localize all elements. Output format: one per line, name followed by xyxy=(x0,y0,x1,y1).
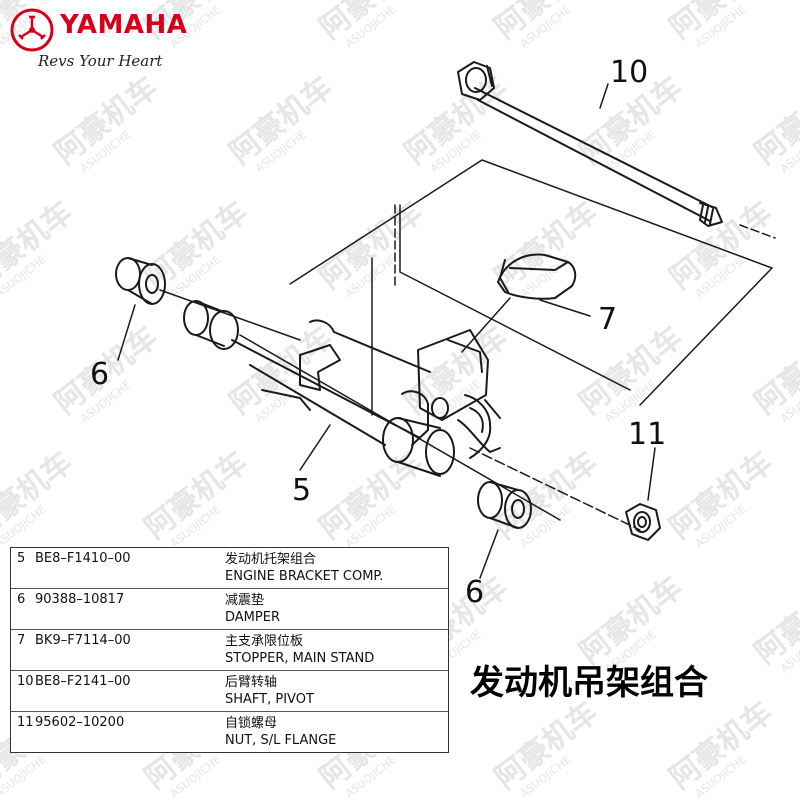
legend-row: 6 90388–10817 减震垫 DAMPER xyxy=(11,589,448,630)
legend-part-number: BE8–F1410–00 xyxy=(35,551,131,566)
legend-part-number: 90388–10817 xyxy=(35,592,125,607)
legend-name-cn: 发动机托架组合 xyxy=(225,552,317,567)
legend-ref-number: 5 xyxy=(17,551,26,566)
damper-part-6-right xyxy=(477,481,532,529)
shaft-hex-head xyxy=(457,61,495,101)
legend-row: 7 BK9–F7114–00 主支承限位板 STOPPER, MAIN STAN… xyxy=(11,630,448,671)
legend-name-cn: 自锁螺母 xyxy=(225,716,278,731)
stopper-part-7 xyxy=(497,253,577,300)
damper-part-6-left xyxy=(115,257,166,305)
legend-ref-number: 11 xyxy=(17,715,34,730)
brand-name: YAMAHA xyxy=(60,10,188,40)
legend-name-en: SHAFT, PIVOT xyxy=(225,692,314,707)
section-title: 发动机吊架组合 xyxy=(470,663,708,703)
legend-name-en: NUT, S/L FLANGE xyxy=(225,733,337,748)
callout-5: 5 xyxy=(292,473,312,508)
legend-ref-number: 10 xyxy=(17,674,34,689)
parts-legend-table: 5 BE8–F1410–00 发动机托架组合 ENGINE BRACKET CO… xyxy=(10,547,449,753)
legend-name-en: STOPPER, MAIN STAND xyxy=(225,651,375,666)
assembly-frame-lines xyxy=(159,159,776,531)
pivot-shaft-part-10 xyxy=(457,61,723,227)
legend-part-number: BK9–F7114–00 xyxy=(35,633,131,648)
legend-description: 减震垫 DAMPER xyxy=(225,589,448,629)
legend-name-cn: 主支承限位板 xyxy=(225,634,304,649)
callout-6-right: 6 xyxy=(465,575,485,610)
legend-description: 自锁螺母 NUT, S/L FLANGE xyxy=(225,712,448,752)
legend-name-en: DAMPER xyxy=(225,610,280,625)
callout-7: 7 xyxy=(598,302,618,337)
legend-description: 主支承限位板 STOPPER, MAIN STAND xyxy=(225,630,448,670)
callout-10: 10 xyxy=(610,55,649,90)
legend-description: 发动机托架组合 ENGINE BRACKET COMP. xyxy=(225,548,448,588)
legend-name-cn: 减震垫 xyxy=(225,593,265,608)
legend-row: 11 95602–10200 自锁螺母 NUT, S/L FLANGE xyxy=(11,712,448,752)
legend-description: 后臂转轴 SHAFT, PIVOT xyxy=(225,671,448,711)
damper-inner-left xyxy=(183,300,239,350)
engine-bracket-part-5 xyxy=(231,319,501,477)
legend-name-en: ENGINE BRACKET COMP. xyxy=(225,569,384,584)
legend-ref-number: 6 xyxy=(17,592,26,607)
legend-name-cn: 后臂转轴 xyxy=(225,675,278,690)
brand-tagline: Revs Your Heart xyxy=(38,52,163,70)
legend-row: 5 BE8–F1410–00 发动机托架组合 ENGINE BRACKET CO… xyxy=(11,548,448,589)
tuning-fork-emblem-icon xyxy=(10,8,54,52)
flange-nut-part-11 xyxy=(625,503,661,541)
legend-part-number: BE8–F2141–00 xyxy=(35,674,131,689)
callout-6-left: 6 xyxy=(90,357,110,392)
legend-row: 10 BE8–F2141–00 后臂转轴 SHAFT, PIVOT xyxy=(11,671,448,712)
yamaha-logo: YAMAHA Revs Your Heart xyxy=(8,8,193,78)
legend-ref-number: 7 xyxy=(17,633,26,648)
legend-part-number: 95602–10200 xyxy=(35,715,125,730)
callout-11: 11 xyxy=(628,417,667,452)
